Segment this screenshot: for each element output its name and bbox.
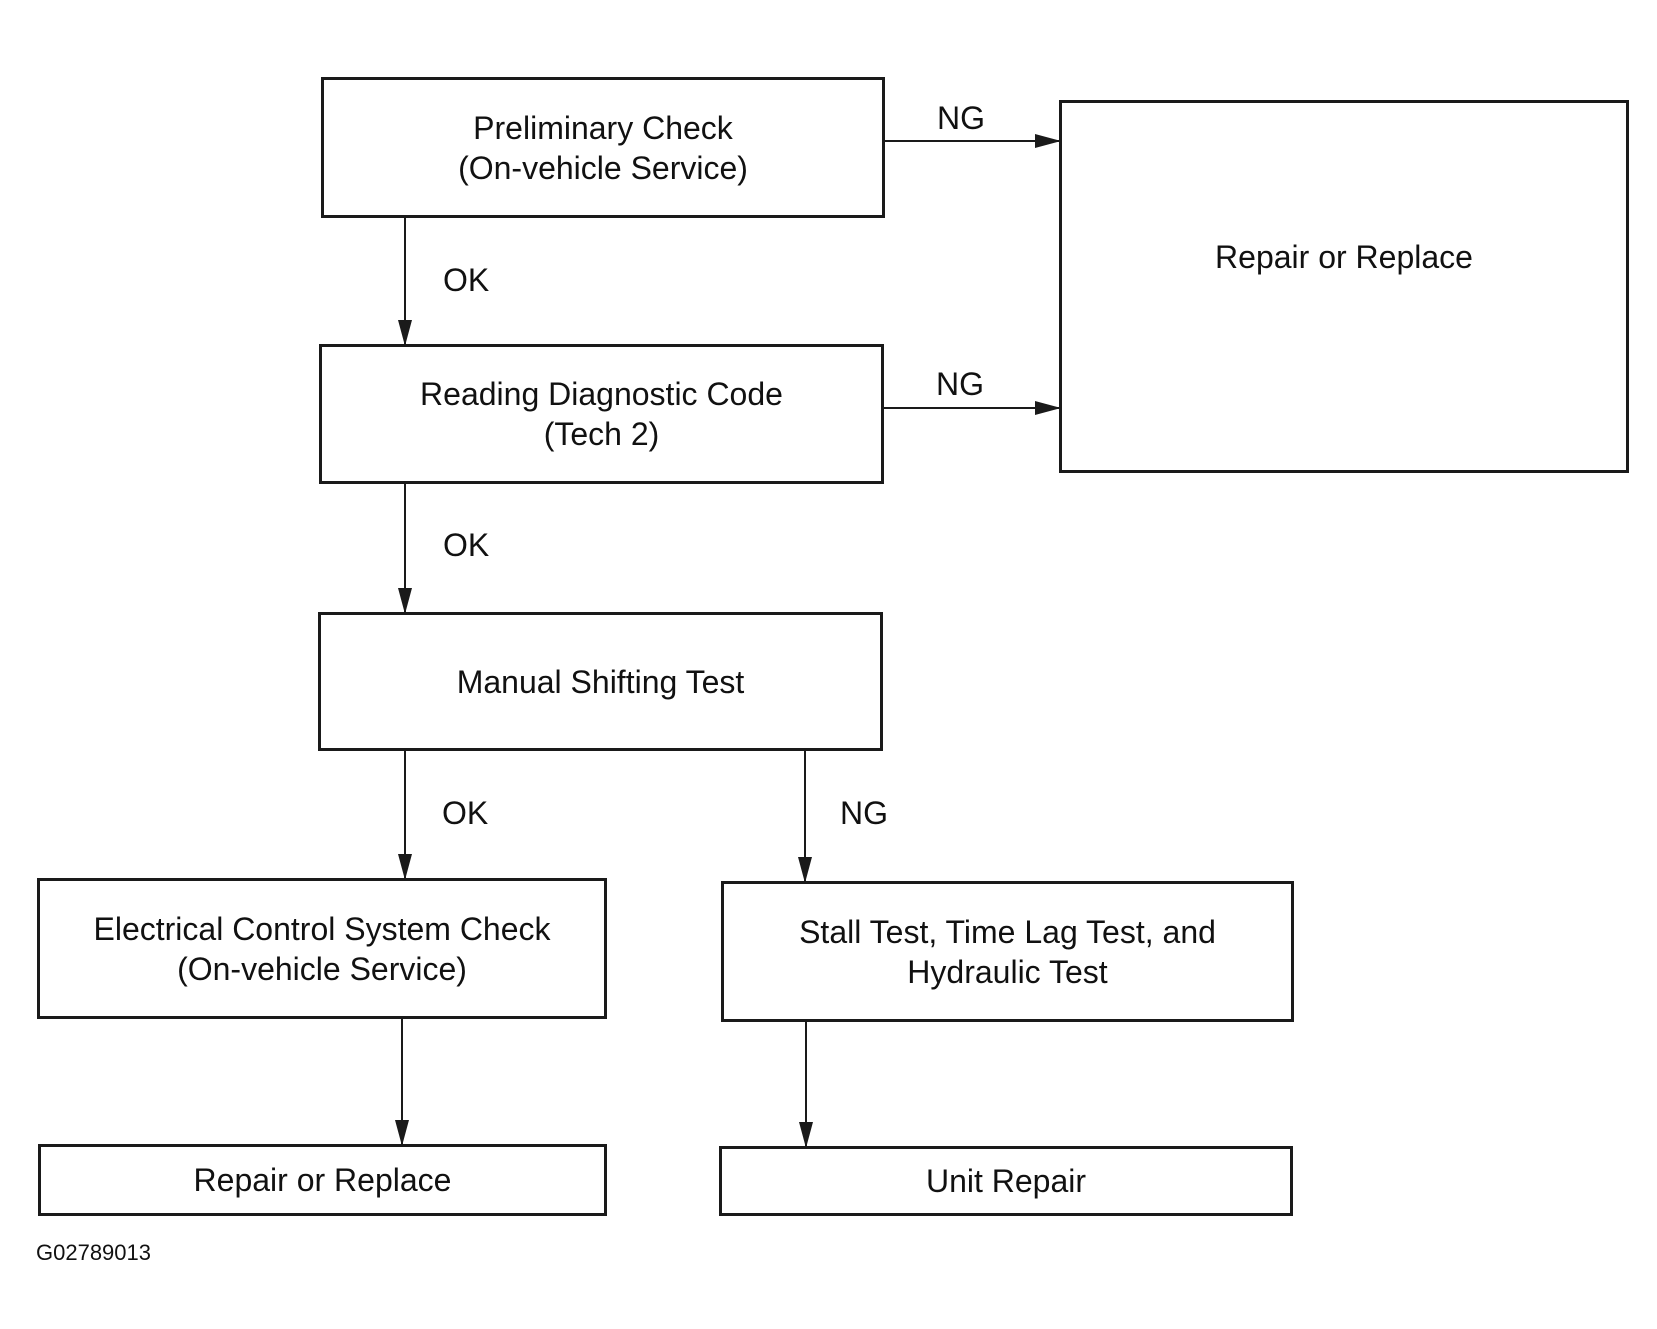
reading-diagnostic-code-title: Reading Diagnostic Code <box>420 376 783 412</box>
ng-label-2: NG <box>936 366 984 402</box>
stall-test-title: Stall Test, Time Lag Test, and <box>799 913 1216 950</box>
electrical-control-system-check-subtitle: (On-vehicle Service) <box>177 950 467 987</box>
preliminary-check-subtitle: (On-vehicle Service) <box>458 149 748 186</box>
repair-or-replace-top-title: Repair or Replace <box>1215 238 1473 275</box>
unit-repair-box: Unit Repair <box>719 1146 1293 1216</box>
repair-or-replace-bottom-title: Repair or Replace <box>193 1162 452 1198</box>
stall-test-box: Stall Test, Time Lag Test, and Hydraulic… <box>721 881 1294 1022</box>
reading-diagnostic-code-box: Reading Diagnostic Code (Tech 2) <box>319 344 884 484</box>
preliminary-check-title: Preliminary Check <box>473 109 733 146</box>
ok-label-1: OK <box>443 262 490 298</box>
ng-label-1: NG <box>937 100 985 136</box>
ok-label-2: OK <box>443 527 490 563</box>
electrical-control-system-check-box: Electrical Control System Check (On-vehi… <box>37 878 607 1019</box>
electrical-control-system-check-title: Electrical Control System Check <box>93 910 551 947</box>
manual-shifting-test-box: Manual Shifting Test <box>318 612 883 751</box>
ng-label-3: NG <box>840 795 888 831</box>
figure-id: G02789013 <box>36 1240 151 1265</box>
repair-or-replace-top-box: Repair or Replace <box>1059 100 1629 473</box>
repair-or-replace-bottom-box: Repair or Replace <box>38 1144 607 1216</box>
reading-diagnostic-code-subtitle: (Tech 2) <box>543 416 660 452</box>
preliminary-check-box: Preliminary Check (On-vehicle Service) <box>321 77 885 218</box>
unit-repair-title: Unit Repair <box>925 1163 1087 1199</box>
manual-shifting-test-title: Manual Shifting Test <box>456 663 745 700</box>
stall-test-subtitle: Hydraulic Test <box>907 953 1108 990</box>
ok-label-3: OK <box>442 795 489 831</box>
